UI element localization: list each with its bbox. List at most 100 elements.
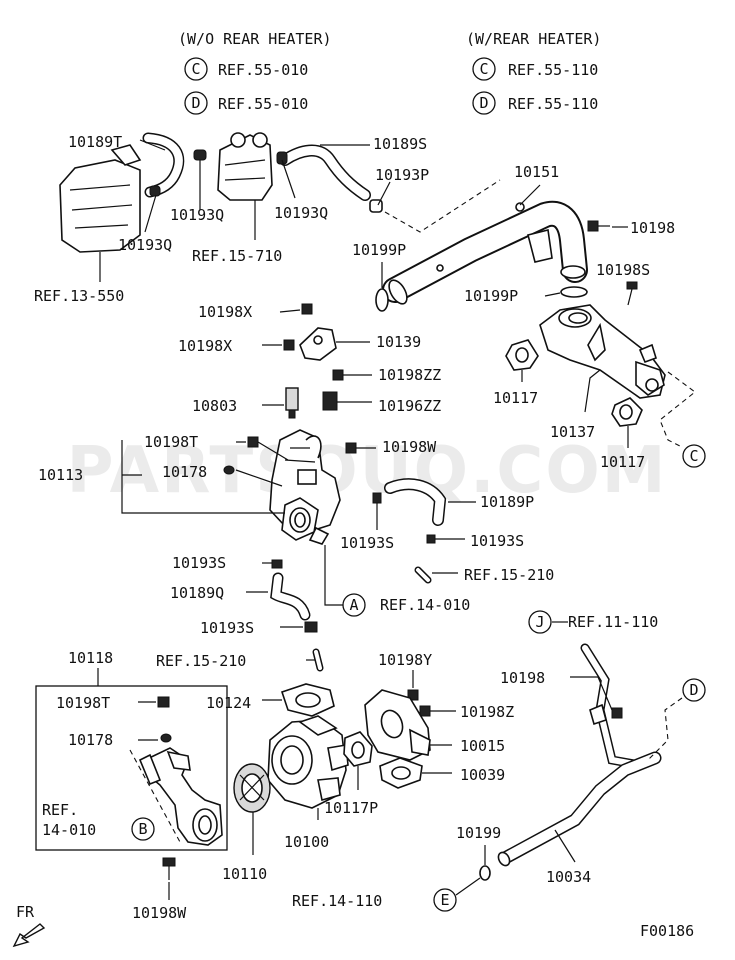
- label-10151[interactable]: 10151: [514, 163, 559, 181]
- label-ref-14-010-b-line2[interactable]: 14-010: [42, 821, 96, 839]
- pipe-ref-15-210-a-drawing: [414, 566, 432, 584]
- label-10198Z[interactable]: 10198Z: [460, 703, 514, 721]
- hose-10189P-drawing: [384, 478, 447, 526]
- label-10193P[interactable]: 10193P: [375, 166, 429, 184]
- label-10110[interactable]: 10110: [222, 865, 267, 883]
- ref-c-right[interactable]: REF.55-110: [508, 61, 598, 79]
- bolt-10198X-b-drawing: [283, 339, 295, 351]
- label-10113[interactable]: 10113: [38, 466, 83, 484]
- label-10193Q-c[interactable]: 10193Q: [274, 204, 328, 222]
- callout-circle-c-left: [184, 57, 208, 81]
- sensor-10803-drawing: [285, 387, 299, 419]
- clamp-10193S-d-drawing: [304, 621, 318, 633]
- label-10198X-b[interactable]: 10198X: [178, 337, 232, 355]
- label-10137[interactable]: 10137: [550, 423, 595, 441]
- diagram-code: F00186: [640, 922, 694, 940]
- label-ref-14-010-a[interactable]: REF.14-010: [380, 596, 470, 614]
- kit-10118-box: [35, 685, 228, 851]
- label-10034[interactable]: 10034: [546, 868, 591, 886]
- label-10803[interactable]: 10803: [192, 397, 237, 415]
- label-10193S-a[interactable]: 10193S: [340, 534, 394, 552]
- label-10039[interactable]: 10039: [460, 766, 505, 784]
- label-10139[interactable]: 10139: [376, 333, 421, 351]
- water-pipe-10034-drawing: [497, 643, 662, 867]
- callout-circle-c-right: [472, 57, 496, 81]
- label-10193Q-b[interactable]: 10193Q: [118, 236, 172, 254]
- callout-letter-a: A: [349, 596, 358, 614]
- label-10198ZZ[interactable]: 10198ZZ: [378, 366, 441, 384]
- ref-c-left[interactable]: REF.55-010: [218, 61, 308, 79]
- bolt-10198S-drawing: [626, 281, 638, 306]
- callout-circle-d-left: [184, 91, 208, 115]
- gasket-10117-a-drawing: [505, 339, 539, 371]
- label-10199[interactable]: 10199: [456, 824, 501, 842]
- clamp-10193S-b-drawing: [426, 534, 436, 544]
- label-10100[interactable]: 10100: [284, 833, 329, 851]
- label-ref-11-110[interactable]: REF.11-110: [568, 613, 658, 631]
- gasket-10039-drawing: [379, 757, 423, 789]
- label-10193Q-a[interactable]: 10193Q: [170, 206, 224, 224]
- label-10189P[interactable]: 10189P: [480, 493, 534, 511]
- label-10117P[interactable]: 10117P: [324, 799, 378, 817]
- water-outlet-10015-drawing: [364, 689, 431, 761]
- label-10198Y[interactable]: 10198Y: [378, 651, 432, 669]
- gasket-10117-b-drawing: [611, 397, 643, 427]
- label-10198W-a[interactable]: 10198W: [382, 438, 437, 456]
- label-10196ZZ[interactable]: 10196ZZ: [378, 397, 441, 415]
- label-10189S[interactable]: 10189S: [373, 135, 427, 153]
- label-10193S-c[interactable]: 10193S: [172, 554, 226, 572]
- thermostat-housing-10100-drawing: [267, 715, 349, 809]
- bolt-10198Y-drawing: [407, 689, 419, 701]
- label-ref-15-210-a[interactable]: REF.15-210: [464, 566, 554, 584]
- hose-10189T-drawing: [142, 132, 207, 198]
- label-10124[interactable]: 10124: [206, 694, 251, 712]
- ref-d-left[interactable]: REF.55-010: [218, 95, 308, 113]
- label-10193S-d[interactable]: 10193S: [200, 619, 254, 637]
- label-10199P-a[interactable]: 10199P: [352, 241, 406, 259]
- label-ref-15-710[interactable]: REF.15-710: [192, 247, 282, 265]
- water-manifold-10137-drawing: [539, 304, 666, 399]
- callout-letter-c-right: C: [479, 60, 488, 78]
- heater-valve-drawing: [217, 132, 273, 201]
- o-ring-10199-drawing: [479, 865, 491, 881]
- label-10199P-b[interactable]: 10199P: [464, 287, 518, 305]
- label-10198T-a[interactable]: 10198T: [144, 433, 198, 451]
- ref-d-right[interactable]: REF.55-110: [508, 95, 598, 113]
- washer-10178-b-drawing: [160, 733, 172, 743]
- label-10198-top[interactable]: 10198: [630, 219, 675, 237]
- bolt-10198W-a-drawing: [345, 442, 357, 454]
- label-10189T[interactable]: 10189T: [68, 133, 122, 151]
- label-10178-b[interactable]: 10178: [68, 731, 113, 749]
- label-10117-a[interactable]: 10117: [493, 389, 538, 407]
- label-10198S[interactable]: 10198S: [596, 261, 650, 279]
- label-10118[interactable]: 10118: [68, 649, 113, 667]
- callout-circle-a: [342, 593, 366, 617]
- label-10198T-b[interactable]: 10198T: [56, 694, 110, 712]
- callout-circle-d-right: [472, 91, 496, 115]
- label-ref-14-010-b-line1[interactable]: REF.: [42, 801, 78, 819]
- label-ref-14-110[interactable]: REF.14-110: [292, 892, 382, 910]
- label-10189Q[interactable]: 10189Q: [170, 584, 224, 602]
- label-10178-a[interactable]: 10178: [162, 463, 207, 481]
- bolt-10198ZZ-drawing: [332, 369, 344, 381]
- label-10015[interactable]: 10015: [460, 737, 505, 755]
- label-10198W-b[interactable]: 10198W: [132, 904, 187, 922]
- header-without-rear-heater: (W/O REAR HEATER): [178, 30, 332, 48]
- label-ref-15-210-b[interactable]: REF.15-210: [156, 652, 246, 670]
- callout-circle-b: [131, 817, 155, 841]
- label-10193S-b[interactable]: 10193S: [470, 532, 524, 550]
- bolt-10198-top-drawing: [587, 220, 610, 232]
- label-10198-mid[interactable]: 10198: [500, 669, 545, 687]
- callout-letter-d-right: D: [479, 94, 488, 112]
- label-10198X-a[interactable]: 10198X: [198, 303, 252, 321]
- engine-block-drawing: [59, 144, 142, 253]
- hose-10189Q-drawing: [270, 572, 311, 621]
- callout-circle-c-diagram: [682, 444, 706, 468]
- watermark: PARTSOUQ.COM: [67, 434, 668, 508]
- bolt-10198T-b-drawing: [157, 696, 170, 708]
- clamp-10193S-a-drawing: [372, 492, 382, 504]
- hose-10189S-drawing: [276, 144, 383, 213]
- thermostat-10110-drawing: [233, 763, 271, 813]
- label-10117-b[interactable]: 10117: [600, 453, 645, 471]
- label-ref-13-550[interactable]: REF.13-550: [34, 287, 124, 305]
